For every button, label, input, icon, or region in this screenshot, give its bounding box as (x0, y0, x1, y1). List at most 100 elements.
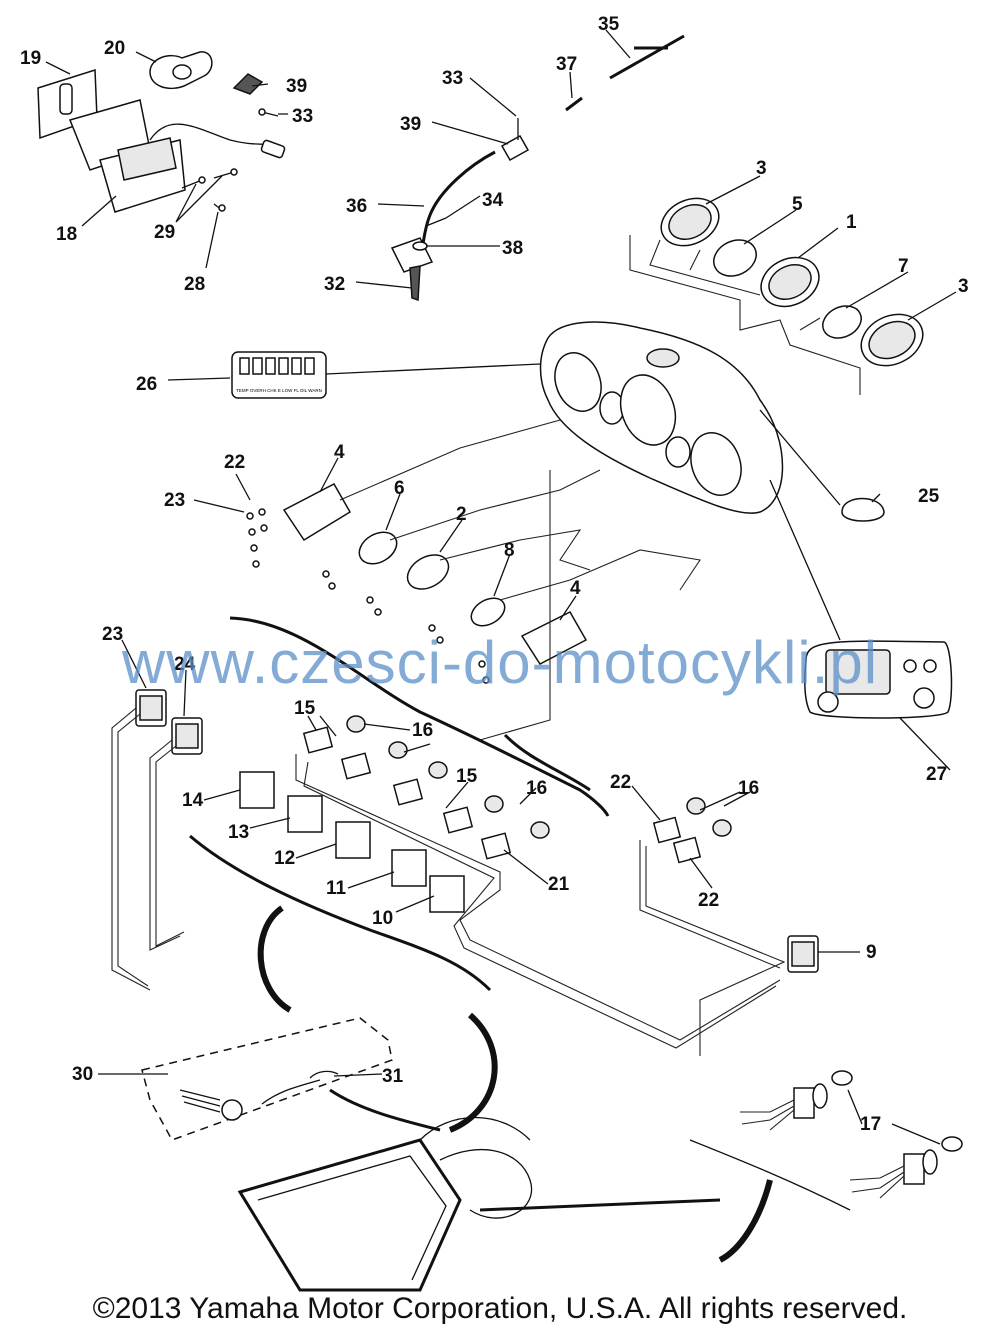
label-13: 13 (228, 822, 249, 843)
label-15: 15 (456, 766, 478, 787)
label-2: 2 (456, 504, 467, 525)
screw-28 (213, 203, 226, 212)
label-22: 22 (610, 772, 631, 793)
label-8: 8 (504, 540, 515, 561)
label-29: 29 (154, 222, 175, 243)
left-harness (111, 707, 185, 991)
gauge-5 (713, 239, 757, 277)
part-labels: 19 20 39 33 18 29 28 33 39 36 34 38 32 3… (20, 14, 969, 1135)
switch-holder-12 (335, 821, 371, 859)
grommet-kit-17a (740, 1070, 853, 1131)
label-4: 4 (334, 442, 345, 463)
grommet-kit-17b (849, 1136, 963, 1199)
hull-rib-2 (448, 1012, 498, 1133)
label-17: 17 (860, 1114, 881, 1135)
ring-38 (412, 241, 428, 251)
label-23: 23 (102, 624, 123, 645)
switch-15c (392, 778, 424, 806)
label-28: 28 (184, 274, 205, 295)
copyright-notice: ©2013 Yamaha Motor Corporation, U.S.A. A… (92, 1292, 908, 1325)
label-lead-lines (759, 409, 841, 641)
switch-15a (302, 726, 334, 754)
label-14: 14 (182, 790, 204, 811)
switch-15d (442, 806, 474, 834)
screws-29 (181, 168, 238, 189)
label-22: 22 (698, 890, 719, 911)
socket-2 (406, 554, 450, 590)
label-15: 15 (294, 698, 316, 719)
bracket-39b (500, 118, 530, 162)
label-27: 27 (926, 764, 947, 785)
switch-21 (480, 832, 512, 860)
label-4: 4 (570, 578, 581, 599)
label-5: 5 (792, 194, 803, 215)
label-11: 11 (326, 878, 347, 899)
connector-24 (171, 717, 203, 755)
label-32: 32 (324, 274, 345, 295)
label-3: 3 (756, 158, 767, 179)
gauge-1 (760, 256, 820, 308)
dash-panel (539, 321, 784, 514)
hull-rib (257, 905, 292, 1013)
watermark: www.czesci-do-motocykli.pl (121, 629, 879, 696)
relay-assembly-18 (68, 99, 286, 213)
switch-15b (340, 752, 372, 780)
label-24: 24 (174, 654, 196, 675)
label-20: 20 (104, 38, 125, 59)
label-3: 3 (958, 276, 969, 297)
hull-edge-lower (189, 834, 492, 992)
switch-holder-14 (239, 771, 275, 809)
label-35: 35 (598, 14, 620, 35)
label-16: 16 (412, 720, 433, 741)
indicator-panel-text: TEMP OVERH CHK E LOW FL OIL WARN (236, 388, 322, 393)
label-33: 33 (292, 106, 313, 127)
cable-36 (420, 150, 496, 249)
switches-22 (652, 816, 702, 864)
bracket-4a (282, 483, 352, 542)
tube-35 (609, 34, 685, 80)
label-12: 12 (274, 848, 295, 869)
label-23: 23 (164, 490, 185, 511)
nuts-23a (246, 508, 268, 568)
leader-lines (45, 29, 957, 1145)
gauge-wiring-harness (629, 235, 861, 395)
indicator-panel-26: TEMP OVERH CHK E LOW FL OIL WARN (231, 351, 327, 399)
label-7: 7 (898, 256, 909, 277)
screw-34 (425, 217, 447, 227)
connector-23b (135, 689, 167, 727)
label-30: 30 (72, 1064, 93, 1085)
label-34: 34 (482, 190, 504, 211)
hull-rib-3 (718, 1179, 773, 1263)
nuts-b (322, 570, 490, 684)
label-10: 10 (372, 908, 393, 929)
label-19: 19 (20, 48, 41, 69)
label-26: 26 (136, 374, 157, 395)
gauge-7 (822, 305, 862, 339)
label-21: 21 (548, 874, 570, 895)
gauge-3b (860, 313, 924, 367)
label-16: 16 (526, 778, 547, 799)
label-37: 37 (556, 54, 577, 75)
label-25: 25 (918, 486, 940, 507)
bracket-4b (520, 611, 588, 665)
socket-6 (358, 531, 398, 565)
label-22: 22 (224, 452, 245, 473)
label-6: 6 (394, 478, 405, 499)
connector-9 (787, 935, 819, 973)
label-18: 18 (56, 224, 77, 245)
hull-bottom (237, 1088, 721, 1292)
socket-harness (339, 419, 701, 741)
switch-holder-10 (429, 875, 465, 913)
caps-16 (346, 715, 732, 839)
label-38: 38 (502, 238, 523, 259)
label-39: 39 (286, 76, 307, 97)
grommet-20 (149, 51, 213, 90)
hull-edge-upper (229, 616, 610, 817)
label-1: 1 (846, 212, 857, 233)
cap-25 (841, 497, 885, 522)
hull-edge-mid (503, 733, 591, 792)
socket-8 (470, 597, 506, 627)
label-39: 39 (400, 114, 421, 135)
label-36: 36 (346, 196, 367, 217)
